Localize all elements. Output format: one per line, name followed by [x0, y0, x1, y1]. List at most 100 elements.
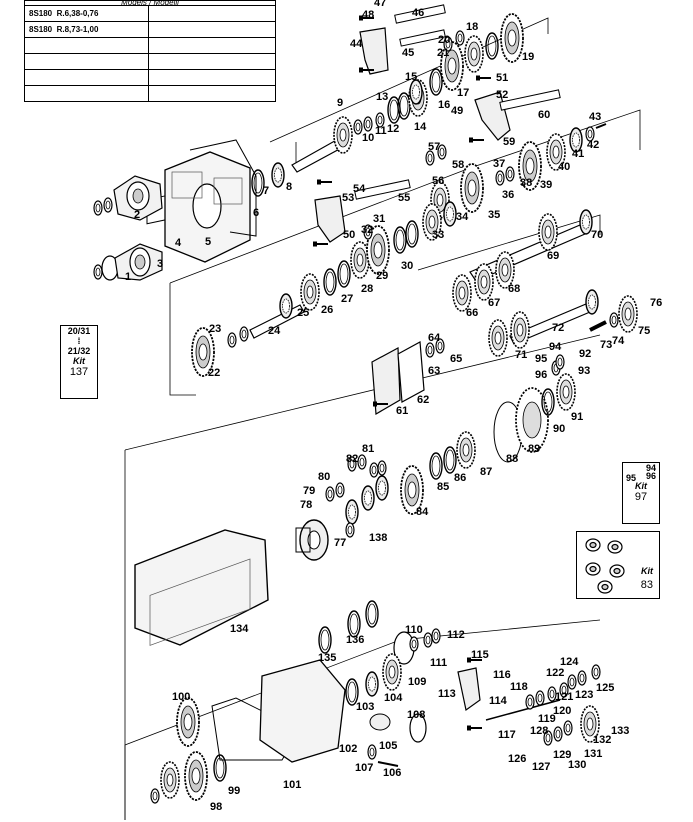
- model-table: Models / Modelli 8S180 R.6,38-0,76 8S180…: [24, 0, 276, 102]
- callout-58: 58: [452, 159, 464, 171]
- callout-115: 115: [471, 649, 489, 661]
- callout-44: 44: [350, 38, 363, 50]
- model-row: 8S180 R.8,73-1,00: [24, 21, 276, 38]
- callout-9: 9: [337, 97, 343, 109]
- callout-67: 67: [488, 297, 500, 309]
- callout-42: 42: [587, 139, 599, 151]
- callout-105: 105: [379, 740, 397, 752]
- callout-48: 48: [362, 9, 374, 21]
- callout-92: 92: [579, 348, 591, 360]
- callout-125: 125: [596, 682, 614, 694]
- callout-75: 75: [638, 325, 650, 337]
- callout-52: 52: [496, 89, 508, 101]
- kit-83-number: 83: [640, 579, 653, 591]
- callout-68: 68: [508, 283, 520, 295]
- callout-104: 104: [384, 692, 403, 704]
- callout-22: 22: [208, 367, 220, 379]
- callout-108: 108: [407, 709, 425, 721]
- kit-137-connector-icon: ⁞: [77, 336, 81, 346]
- callout-103: 103: [356, 701, 374, 713]
- callout-56: 56: [432, 175, 444, 187]
- callout-23: 23: [209, 323, 221, 335]
- callout-129: 129: [553, 749, 571, 761]
- callout-55: 55: [398, 192, 410, 204]
- kit-97-part-bottom: 96: [645, 471, 656, 481]
- callout-47: 47: [374, 0, 386, 9]
- callout-7: 7: [263, 185, 269, 197]
- model-extra-cell: [148, 85, 276, 102]
- callout-71: 71: [515, 349, 527, 361]
- callout-84: 84: [416, 506, 429, 518]
- callout-19: 19: [522, 51, 534, 63]
- callout-33: 33: [432, 229, 444, 241]
- callout-80: 80: [318, 471, 330, 483]
- callout-11: 11: [375, 125, 387, 137]
- callout-109: 109: [408, 676, 426, 688]
- callout-73: 73: [600, 339, 612, 351]
- callout-130: 130: [568, 759, 586, 771]
- callout-41: 41: [572, 148, 584, 160]
- callout-43: 43: [589, 111, 601, 123]
- callout-37: 37: [493, 158, 505, 170]
- callout-138: 138: [369, 532, 387, 544]
- kit-83-label: Kit: [641, 566, 653, 576]
- model-code: 8S180: [29, 25, 53, 34]
- callout-8: 8: [286, 181, 292, 193]
- callout-132: 132: [593, 734, 611, 746]
- kit-97-label: Kit: [635, 481, 647, 491]
- callout-25: 25: [297, 307, 309, 319]
- kit-83-bearings-icon: [585, 538, 625, 594]
- callout-118: 118: [510, 681, 528, 693]
- callout-95: 95: [535, 353, 547, 365]
- kit-137-part-top: 20/31: [67, 326, 91, 336]
- model-ratio: R.6,38-0,76: [56, 9, 99, 18]
- model-code: 8S180: [29, 9, 53, 18]
- callout-12: 12: [387, 123, 399, 135]
- callout-54: 54: [353, 183, 366, 195]
- callout-82: 82: [346, 453, 358, 465]
- callout-62: 62: [417, 394, 429, 406]
- callout-66: 66: [466, 307, 478, 319]
- callout-128: 128: [530, 725, 548, 737]
- callout-17: 17: [457, 87, 469, 99]
- callout-90: 90: [553, 423, 565, 435]
- callout-50: 50: [343, 229, 355, 241]
- callout-70: 70: [591, 229, 603, 241]
- callout-4: 4: [175, 237, 182, 249]
- callout-63: 63: [428, 365, 440, 377]
- callout-26: 26: [321, 304, 333, 316]
- kit-137-label: Kit: [73, 356, 85, 366]
- callout-88: 88: [506, 453, 518, 465]
- model-row: [24, 69, 276, 86]
- callout-51: 51: [496, 72, 508, 84]
- kit-137-number: 137: [69, 366, 89, 378]
- callout-64: 64: [428, 332, 441, 344]
- callout-119: 119: [538, 713, 556, 725]
- kit-137-part-bottom: 21/32: [67, 346, 91, 356]
- callout-101: 101: [283, 779, 301, 791]
- callout-45: 45: [402, 47, 414, 59]
- callout-1: 1: [125, 271, 131, 283]
- callout-96: 96: [535, 369, 547, 381]
- callout-123: 123: [575, 689, 593, 701]
- callout-94: 94: [549, 341, 562, 353]
- callout-117: 117: [498, 729, 516, 741]
- callout-38: 38: [520, 177, 532, 189]
- callout-57: 57: [428, 141, 440, 153]
- callout-76: 76: [650, 297, 662, 309]
- callout-16: 16: [438, 99, 450, 111]
- callout-60: 60: [538, 109, 550, 121]
- callout-46: 46: [412, 7, 424, 19]
- callout-111: 111: [430, 657, 447, 669]
- model-cell: 8S180 R.6,38-0,76: [24, 5, 149, 22]
- callout-136: 136: [346, 634, 364, 646]
- callout-113: 113: [438, 688, 456, 700]
- callout-15: 15: [405, 71, 417, 83]
- callout-21: 21: [437, 47, 449, 59]
- kit-97-part-top: 94: [645, 463, 656, 473]
- callout-36: 36: [502, 189, 514, 201]
- callout-87: 87: [480, 466, 492, 478]
- callout-98: 98: [210, 801, 222, 813]
